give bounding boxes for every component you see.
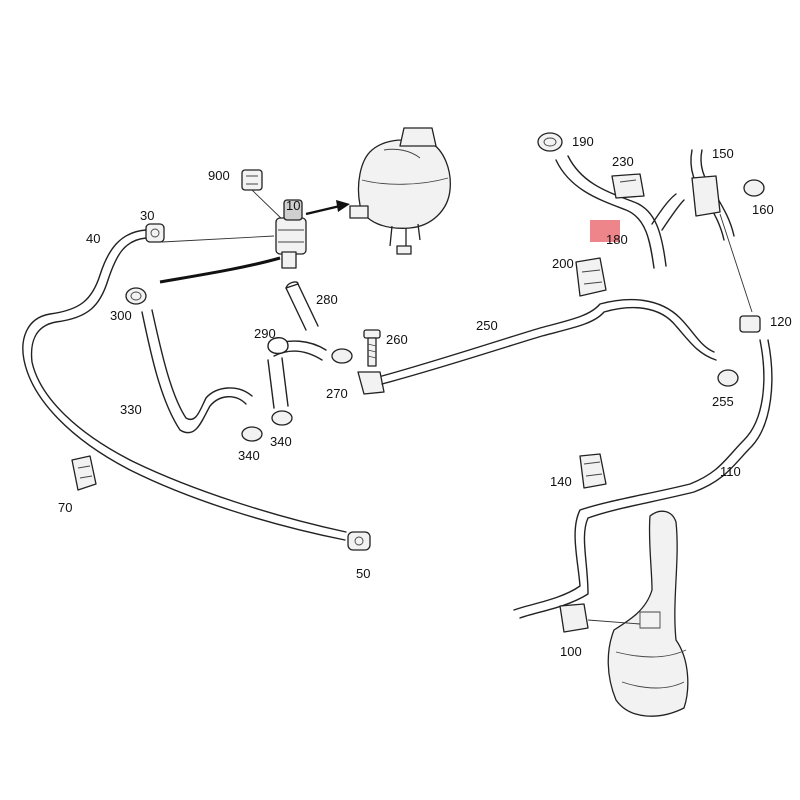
callout-270: 270: [326, 386, 348, 401]
callout-140: 140: [550, 474, 572, 489]
arrow-pump-to-tank: [305, 200, 350, 216]
clamp-160[interactable]: [743, 179, 765, 197]
hose-180[interactable]: [555, 159, 655, 269]
callout-330: 330: [120, 402, 142, 417]
leader-100: [587, 619, 641, 625]
callout-110: 110: [720, 464, 741, 479]
clamp-190[interactable]: [537, 132, 563, 152]
pipe-junction-270[interactable]: [357, 371, 385, 395]
callout-160: 160: [752, 202, 774, 217]
screw-260[interactable]: [363, 329, 381, 367]
clamp-340-a[interactable]: [241, 426, 263, 442]
bracket-200[interactable]: [575, 257, 607, 297]
callout-280: 280: [316, 292, 338, 307]
clamp-30[interactable]: [145, 223, 165, 243]
leader-900: [251, 189, 286, 223]
clip-230[interactable]: [611, 173, 645, 199]
coolant-expansion-tank[interactable]: [349, 127, 451, 255]
callout-900: 900: [208, 168, 230, 183]
callout-50: 50: [356, 566, 370, 581]
callout-190: 190: [572, 134, 594, 149]
callout-250: 250: [476, 318, 498, 333]
fitting-150[interactable]: [691, 175, 721, 217]
hose-290[interactable]: [267, 357, 289, 409]
pipe-250[interactable]: [381, 299, 715, 377]
callout-100: 100: [560, 644, 582, 659]
hose-40[interactable]: [22, 229, 346, 541]
clamp-50[interactable]: [347, 531, 371, 551]
bracket-140[interactable]: [579, 453, 607, 489]
clamp-270[interactable]: [331, 348, 353, 364]
callout-255: 255: [712, 394, 734, 409]
callout-290: 290: [254, 326, 276, 341]
hose-110[interactable]: [513, 339, 765, 611]
callout-340-b: 340: [270, 434, 292, 449]
callout-180: 180: [606, 232, 628, 247]
clamp-255[interactable]: [717, 369, 739, 387]
callout-10: 10: [286, 198, 300, 213]
connector-100[interactable]: [559, 603, 589, 633]
callout-40: 40: [86, 231, 100, 246]
clamp-300[interactable]: [125, 287, 147, 305]
part-10-aux-pump[interactable]: [275, 199, 307, 269]
callout-150: 150: [712, 146, 734, 161]
callout-120: 120: [770, 314, 792, 329]
wiring-harness: [159, 256, 281, 284]
highlight-marker: [590, 220, 620, 242]
hose-280[interactable]: [285, 283, 319, 331]
hose-330[interactable]: [141, 311, 247, 434]
bracket-70[interactable]: [71, 455, 97, 491]
callout-260: 260: [386, 332, 408, 347]
callout-70: 70: [58, 500, 72, 515]
callout-30: 30: [140, 208, 154, 223]
part-900-connector[interactable]: [241, 169, 263, 191]
clamp-340-b[interactable]: [271, 410, 293, 426]
callout-300: 300: [110, 308, 132, 323]
callout-340-a: 340: [238, 448, 260, 463]
callout-230: 230: [612, 154, 634, 169]
callout-200: 200: [552, 256, 574, 271]
connector-120[interactable]: [739, 315, 761, 333]
leader-150-120: [719, 213, 753, 313]
leader-pump-to-30: [161, 235, 275, 243]
reservoir-100[interactable]: [607, 510, 689, 717]
